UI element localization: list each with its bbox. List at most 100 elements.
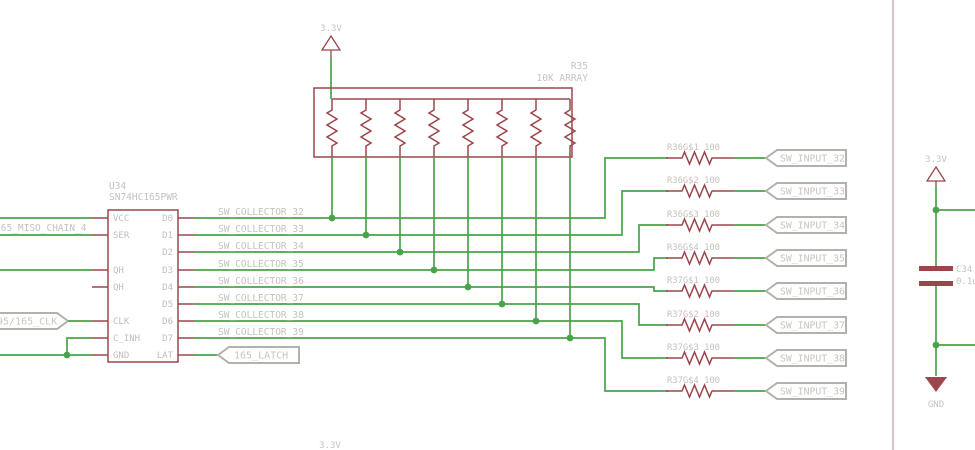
junction-3v3	[932, 206, 940, 214]
port-sw-input-34[interactable]: SW_INPUT_34	[764, 216, 847, 234]
port-sw-input-label-35: SW_INPUT_35	[780, 254, 845, 265]
port-sw-input-37[interactable]: SW_INPUT_37	[764, 316, 847, 334]
label-series-resistor-5: R37G$1 100	[667, 276, 720, 286]
resistor-array-outline	[313, 87, 573, 158]
label-series-resistor-6: R37G$2 100	[667, 310, 720, 320]
ic-body	[107, 209, 179, 363]
ic-pin-label-qh: QH	[113, 283, 124, 293]
net-label-collector-36: SW_COLLECTOR_36	[218, 276, 304, 287]
wire-collector-37[interactable]	[194, 303, 668, 326]
pullup-resistor-2[interactable]	[359, 99, 373, 157]
resistor-array-r35[interactable]: R35 10K ARRAY	[313, 61, 589, 158]
label-series-resistor-7: R37G$3 100	[667, 343, 720, 353]
pullup-resistor-5[interactable]	[461, 99, 475, 157]
gnd-icon	[925, 377, 947, 392]
wire-collector-36[interactable]	[194, 286, 668, 292]
port-sw-input-label-36: SW_INPUT_36	[780, 287, 845, 298]
capacitor-value: 0.1u	[956, 277, 975, 287]
capacitor-c34[interactable]: C34 0.1u	[919, 265, 975, 287]
capacitor-plate-bottom	[919, 281, 953, 286]
port-sw-input-label-39: SW_INPUT_39	[780, 387, 845, 398]
junction-gnd	[932, 341, 940, 349]
net-label-collector-39: SW_COLLECTOR_39	[218, 327, 304, 338]
junction-collector-39	[566, 334, 574, 342]
net-label-collector-34: SW_COLLECTOR_34	[218, 241, 304, 252]
wire-collector-39[interactable]	[194, 337, 668, 392]
net-label-collector-33: SW_COLLECTOR_33	[218, 224, 304, 235]
port-sw-input-36[interactable]: SW_INPUT_36	[764, 282, 847, 300]
net-label-collector-38: SW_COLLECTOR_38	[218, 310, 304, 321]
supply-3v3-bottom-label: 3.3V	[319, 441, 341, 450]
series-resistor-8[interactable]	[666, 383, 734, 399]
series-resistor-5[interactable]	[666, 283, 734, 299]
junction-collector-32	[328, 214, 336, 222]
series-resistor-6[interactable]	[666, 317, 734, 333]
ic-ref: U34	[109, 181, 126, 192]
label-series-resistor-3: R36G$3 100	[667, 210, 720, 220]
series-resistor-7[interactable]	[666, 350, 734, 366]
wire-collector-38[interactable]	[194, 320, 668, 359]
ic-pin-label-gnd: GND	[113, 351, 129, 361]
series-resistor-4[interactable]	[666, 250, 734, 266]
wire-collector-33[interactable]	[194, 190, 668, 236]
junction-collector-35	[430, 266, 438, 274]
ic-pin-label-d1: D1	[162, 231, 173, 241]
pullup-resistor-7[interactable]	[529, 99, 543, 157]
series-resistor-1[interactable]	[666, 150, 734, 166]
net-label-collector-32: SW_COLLECTOR_32	[218, 207, 304, 218]
resistor-array-value: 10K ARRAY	[537, 73, 589, 84]
ic-pin-label-c_inh: C_INH	[113, 334, 140, 344]
port-sw-input-label-33: SW_INPUT_33	[780, 187, 845, 198]
capacitor-plate-top	[919, 266, 953, 271]
port-sw-input-label-37: SW_INPUT_37	[780, 321, 845, 332]
series-resistor-2[interactable]	[666, 183, 734, 199]
series-resistor-3[interactable]	[666, 217, 734, 233]
pullup-resistor-3[interactable]	[393, 99, 407, 157]
junction-collector-38	[532, 317, 540, 325]
ic-pin-label-clk: CLK	[113, 317, 130, 327]
supply-3v3-top[interactable]: 3.3V	[320, 24, 342, 57]
ic-pin-label-lat: LAT	[157, 351, 174, 361]
supply-3v3-right-label: 3.3V	[925, 155, 947, 165]
resistor-array-ref: R35	[571, 61, 588, 72]
port-sw-input-label-34: SW_INPUT_34	[780, 221, 845, 232]
port-sw-input-label-38: SW_INPUT_38	[780, 354, 845, 365]
ic-shift-register[interactable]: U34 SN74HC165PWR VCCSERQHQHCLKC_INHGNDD0…	[92, 181, 194, 363]
supply-3v3-right-icon	[925, 165, 947, 182]
ic-pin-label-d4: D4	[162, 283, 173, 293]
ic-pin-label-d2: D2	[162, 248, 173, 258]
pullup-resistor-4[interactable]	[427, 99, 441, 157]
port-sw-input-39[interactable]: SW_INPUT_39	[764, 382, 847, 400]
ic-pin-label-d3: D3	[162, 266, 173, 276]
port-sw-input-33[interactable]: SW_INPUT_33	[764, 182, 847, 200]
ic-pin-label-d6: D6	[162, 317, 173, 327]
port-sw-input-32[interactable]: SW_INPUT_32	[764, 149, 847, 167]
wire-cinh-to-gnd[interactable]	[66, 337, 92, 355]
supply-3v3-right[interactable]: 3.3V	[925, 155, 947, 186]
port-clk[interactable]: 595/165_CLK	[0, 312, 70, 330]
ic-pin-label-d7: D7	[162, 334, 173, 344]
junction-collector-37	[498, 300, 506, 308]
port-sw-input-38[interactable]: SW_INPUT_38	[764, 349, 847, 367]
junction-gnd-cinh	[63, 351, 71, 359]
ic-pin-label-ser: SER	[113, 231, 130, 241]
gnd-label: GND	[928, 400, 944, 410]
ic-part-number: SN74HC165PWR	[109, 192, 178, 203]
port-latch[interactable]: 165_LATCH	[216, 346, 300, 364]
junction-collector-33	[362, 231, 370, 239]
label-series-resistor-2: R36G$2 100	[667, 176, 720, 186]
supply-3v3-top-label: 3.3V	[320, 24, 342, 34]
pullup-resistor-1[interactable]	[325, 99, 339, 157]
net-label-collector-37: SW_COLLECTOR_37	[218, 293, 304, 304]
ic-pin-label-qh: QH	[113, 266, 124, 276]
wire-collector-34[interactable]	[194, 224, 668, 253]
pullup-resistor-8[interactable]	[563, 99, 577, 157]
port-sw-input-35[interactable]: SW_INPUT_35	[764, 249, 847, 267]
gnd-symbol[interactable]: GND	[925, 377, 947, 410]
ic-pin-label-vcc: VCC	[113, 214, 129, 224]
pullup-resistor-6[interactable]	[495, 99, 509, 157]
supply-3v3-top-icon	[320, 34, 342, 51]
junction-collector-34	[396, 248, 404, 256]
wire-collector-35[interactable]	[194, 257, 668, 271]
